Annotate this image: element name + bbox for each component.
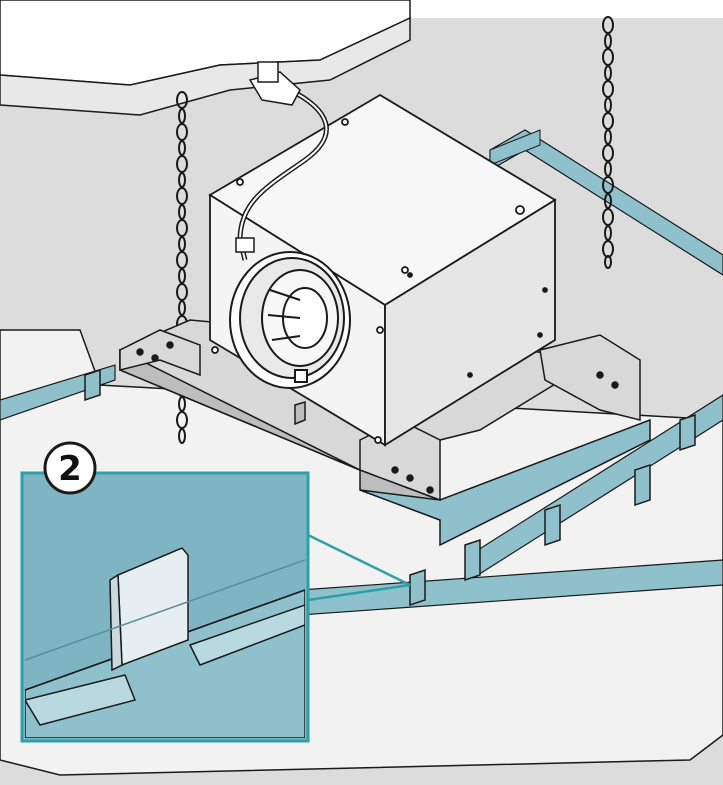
fan-impeller-icon xyxy=(229,251,351,389)
step-badge: 2 xyxy=(43,441,97,495)
power-cord-icon xyxy=(235,61,329,261)
chain-icon xyxy=(602,16,614,269)
callout-connector xyxy=(307,533,411,602)
detail-inset xyxy=(20,471,310,743)
step-number: 2 xyxy=(58,449,82,489)
ceiling-slab xyxy=(0,0,411,116)
